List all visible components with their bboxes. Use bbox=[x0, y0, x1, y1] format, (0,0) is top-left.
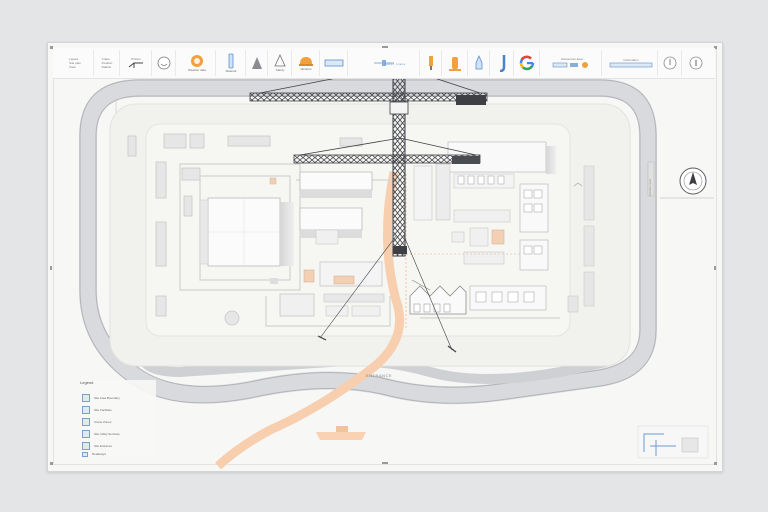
toolbar-cell-layout[interactable]: Layout Site plan View bbox=[57, 50, 94, 76]
toolbar-text: Resources area bbox=[561, 57, 583, 61]
extinguisher-icon bbox=[448, 54, 462, 72]
toolbar-text: Radius bbox=[101, 65, 111, 69]
toolbar-cell-extinguisher[interactable] bbox=[443, 50, 468, 76]
pipe-icon bbox=[496, 54, 508, 72]
toolbar-cell-information[interactable]: Information bbox=[605, 50, 658, 76]
tower-crane bbox=[249, 65, 488, 353]
site-facilities-center bbox=[270, 171, 385, 317]
toolbar-cell-pointer[interactable]: Pointer bbox=[121, 50, 152, 76]
compass-icon bbox=[663, 56, 677, 70]
toolbar-text: Position bbox=[101, 61, 113, 65]
smiley-icon bbox=[157, 56, 171, 70]
road-edge-outer bbox=[79, 79, 657, 404]
access-path bbox=[214, 171, 405, 470]
toolbar-cell-resources[interactable]: Resources area bbox=[543, 50, 602, 76]
site-facilities-left bbox=[127, 133, 363, 317]
toolbar-text: Site plan bbox=[69, 61, 81, 65]
mini-map bbox=[637, 425, 709, 459]
entrance-label: ENTRANCE bbox=[366, 373, 393, 378]
toolbar-cell-flag[interactable] bbox=[321, 50, 348, 76]
toolbar: Layout Site plan View Crane Position Rad… bbox=[53, 48, 715, 79]
ring-road bbox=[79, 79, 657, 405]
toolbar-cell-drill[interactable] bbox=[421, 50, 442, 76]
toolbar-cell-compass[interactable] bbox=[659, 50, 682, 76]
info-icon bbox=[689, 56, 703, 70]
legend-label: Crane Zones bbox=[94, 420, 112, 424]
toolbar-caption: Material bbox=[225, 69, 237, 73]
water-tank bbox=[224, 310, 240, 326]
legend-item: Crane Zones bbox=[82, 418, 111, 426]
toolbar-text: Information bbox=[623, 58, 639, 62]
tent-icon bbox=[274, 54, 286, 68]
road-edge-inner bbox=[95, 95, 641, 388]
legend-label: Site Facilities bbox=[94, 408, 112, 412]
toolbar-caption: Weather data bbox=[188, 68, 206, 72]
google-icon bbox=[519, 55, 535, 71]
gate-marker bbox=[316, 432, 366, 440]
legend-swatch bbox=[82, 451, 88, 457]
toolbar-cell-bottle-blue[interactable] bbox=[469, 50, 490, 76]
warehouse-shadow bbox=[280, 202, 294, 266]
legend-item: Site Utility Services bbox=[82, 430, 120, 438]
north-arrow bbox=[679, 167, 707, 195]
legend-label: Site Entrance bbox=[94, 444, 113, 448]
toolbar-cell-smiley[interactable] bbox=[153, 50, 176, 76]
side-road-label: Access road bbox=[648, 179, 652, 196]
legend-swatch bbox=[82, 394, 90, 402]
bottle-icon bbox=[226, 53, 236, 69]
legend-label: Roadways bbox=[92, 452, 107, 456]
legend-swatch bbox=[82, 418, 90, 426]
drill-icon bbox=[426, 55, 436, 71]
internal-paths bbox=[179, 163, 560, 327]
legend-item: Site Entrance bbox=[82, 442, 112, 450]
cone-icon bbox=[251, 56, 263, 70]
legend-swatch bbox=[82, 430, 90, 438]
toolbar-cell-pipe[interactable] bbox=[491, 50, 514, 76]
crane-icon bbox=[128, 61, 144, 69]
toolbar-cell-weather[interactable]: Weather data bbox=[179, 50, 216, 76]
legend-title: Legend bbox=[80, 380, 94, 385]
legend-item: Site Area Boundary bbox=[82, 394, 120, 402]
legend-label: Site Area Boundary bbox=[94, 396, 120, 400]
toolbar-cell-info[interactable] bbox=[683, 50, 709, 76]
bar-icon bbox=[609, 62, 653, 68]
toolbar-cell-workers[interactable]: Workers bbox=[293, 50, 320, 76]
toolbar-cell-book[interactable] bbox=[349, 50, 420, 76]
toolbar-caption: Workers bbox=[300, 67, 312, 71]
flag-icon bbox=[324, 58, 344, 68]
helmet-icon bbox=[298, 55, 314, 67]
toolbar-cell-cone[interactable] bbox=[247, 50, 268, 76]
legend-label: Site Utility Services bbox=[94, 432, 120, 436]
sun-icon bbox=[190, 54, 204, 68]
toolbar-text: Pointer bbox=[131, 57, 141, 61]
frame-ticks bbox=[50, 46, 717, 465]
legend-swatch bbox=[82, 406, 90, 414]
toolbar-text: Layout bbox=[69, 57, 79, 61]
legend-item: Site Facilities bbox=[82, 406, 112, 414]
toggle-icon bbox=[552, 61, 592, 69]
toolbar-cell-material[interactable]: Material bbox=[217, 50, 246, 76]
toolbar-caption: Safety bbox=[275, 68, 285, 72]
toolbar-cell-safety[interactable]: Safety bbox=[269, 50, 292, 76]
book-icon bbox=[373, 59, 395, 67]
side-gate bbox=[647, 161, 655, 197]
toolbar-text: View bbox=[69, 65, 76, 69]
toolbar-cell-google[interactable] bbox=[515, 50, 540, 76]
crane-label: Tower crane bbox=[384, 62, 406, 66]
legend-item: Roadways bbox=[82, 451, 107, 457]
legend-swatch bbox=[82, 442, 90, 450]
toolbar-text: Crane bbox=[101, 57, 110, 61]
window-rows bbox=[457, 175, 543, 303]
gate-post bbox=[336, 426, 348, 432]
toolbar-cell-crane[interactable]: Crane Position Radius bbox=[95, 50, 120, 76]
bottle-blue-icon bbox=[474, 55, 484, 71]
legend: Legend Site Area Boundary Site Facilitie… bbox=[80, 380, 156, 457]
